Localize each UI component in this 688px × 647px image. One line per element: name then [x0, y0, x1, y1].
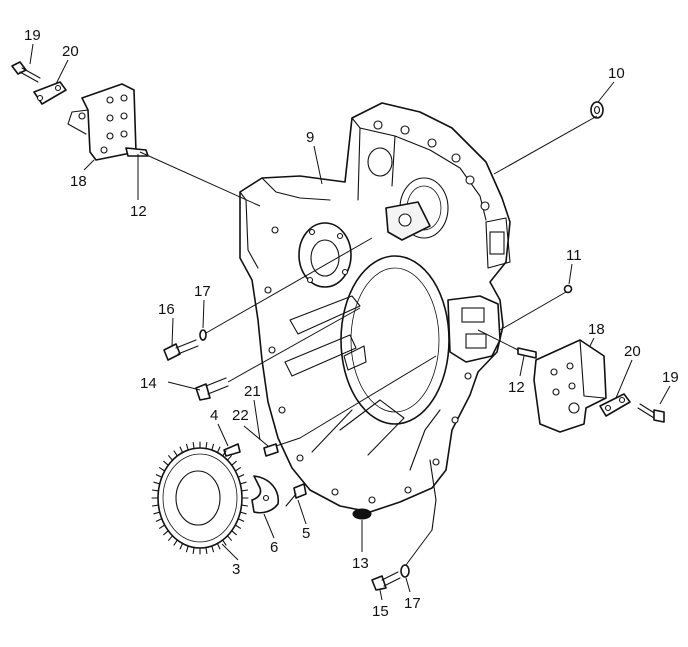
flywheel-housing	[239, 102, 511, 531]
dowel-4	[223, 443, 241, 457]
pin-22	[263, 437, 301, 457]
washer-17-upper	[199, 329, 207, 341]
callout-17-upper: 17	[194, 283, 211, 300]
callout-16: 16	[158, 301, 175, 318]
callout-19-right: 19	[662, 369, 679, 386]
callout-15: 15	[372, 603, 389, 620]
ring-gear-3	[151, 441, 249, 555]
right-bolt-19	[637, 403, 665, 423]
left-lock-plate	[33, 81, 67, 105]
callout-3: 3	[232, 561, 240, 578]
right-dowel-12	[517, 347, 537, 359]
callout-6: 6	[270, 539, 278, 556]
right-lock-plate	[599, 393, 631, 417]
callout-20-right: 20	[624, 343, 641, 360]
bolt-5	[285, 483, 307, 507]
callout-9: 9	[306, 129, 314, 146]
callout-21: 21	[244, 383, 261, 400]
callout-numbers: 19 20 18 12 9 10 11 18 20 19 12 17 16 14…	[24, 27, 679, 620]
right-mount-bracket	[533, 339, 607, 433]
callout-22: 22	[232, 407, 249, 424]
bolt-16	[163, 339, 199, 361]
bolt-15	[371, 571, 401, 591]
dowel-11	[563, 284, 573, 294]
callout-5: 5	[302, 525, 310, 542]
cover-plate-6	[251, 475, 279, 514]
callout-17-lower: 17	[404, 595, 421, 612]
left-mount-bracket	[67, 83, 137, 161]
bolt-14	[195, 377, 229, 401]
callout-13: 13	[352, 555, 369, 572]
leader-lines	[29, 43, 671, 601]
left-dowel-12	[125, 147, 149, 157]
callout-20-left: 20	[62, 43, 79, 60]
callout-18-left: 18	[70, 173, 87, 190]
plug-13	[352, 508, 372, 520]
callout-12-left: 12	[130, 203, 147, 220]
callout-19-left: 19	[24, 27, 41, 44]
washer-17-lower	[400, 564, 410, 578]
callout-11: 11	[566, 247, 582, 264]
callout-14: 14	[140, 375, 157, 392]
washer-10	[590, 101, 604, 119]
callout-10: 10	[608, 65, 625, 82]
callout-18-right: 18	[588, 321, 605, 338]
callout-12-right: 12	[508, 379, 525, 396]
left-bolt-19	[11, 61, 41, 83]
callout-4: 4	[210, 407, 218, 424]
